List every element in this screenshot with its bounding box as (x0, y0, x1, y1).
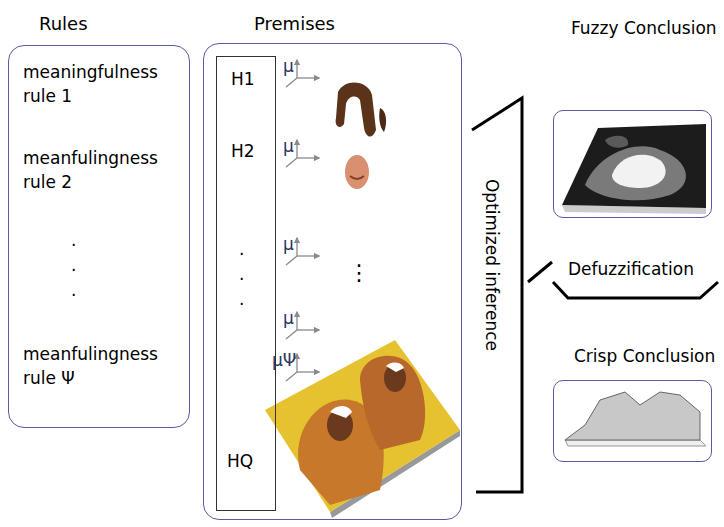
crisp-base (565, 440, 706, 446)
fuzzy-plane (562, 124, 706, 208)
axis-line (296, 140, 297, 158)
fuzzy-region (605, 136, 628, 148)
fuzzy-conclusion-box: Fuzzy Conclusion (553, 110, 712, 218)
column-heading: Rules (39, 12, 88, 36)
premises-panel: H1H2. . .HQPremises (203, 43, 462, 520)
image-highlight (330, 406, 352, 418)
column-heading: Crisp Conclusion (574, 344, 715, 368)
process-label: Optimized inference (481, 179, 503, 351)
rule-text: meanfulingness rule 2 (23, 146, 188, 194)
crisp-conclusion-box: Crisp Conclusion (553, 380, 712, 462)
axis-line (296, 312, 297, 330)
premise-name: HQ (227, 449, 253, 473)
axis-line (297, 77, 319, 78)
fuzzy-region (585, 146, 686, 200)
rule-text: meaningfulness rule 1 (23, 60, 188, 108)
axis-line (297, 371, 319, 372)
membership-symbol: μ (283, 135, 294, 157)
axis-line (286, 330, 297, 339)
fuzzy-region (612, 155, 666, 188)
ellipsis: . . . (71, 228, 79, 303)
column-heading: Premises (254, 12, 335, 36)
hair-segment (336, 83, 376, 137)
membership-symbol: μ (283, 307, 294, 329)
image-figure (360, 356, 425, 450)
membership-symbol: μ (283, 233, 294, 255)
image-plane (265, 340, 460, 512)
image-highlight (386, 362, 404, 372)
premise-name: H2 (231, 139, 255, 163)
column-heading: Fuzzy Conclusion (571, 16, 717, 40)
crisp-region (565, 392, 700, 440)
process-label: Defuzzification (568, 258, 694, 280)
axis-line (286, 372, 297, 381)
rule-text: meanfulingness rule Ψ (23, 342, 188, 390)
ellipsis: . . . (239, 237, 247, 312)
membership-symbol: μΨ (272, 349, 296, 371)
defuzzification-bracket (528, 262, 552, 282)
axis-line (297, 329, 319, 330)
axis-line (296, 238, 297, 256)
axis-line (297, 255, 319, 256)
axis-line (296, 60, 297, 78)
axis-line (297, 157, 319, 158)
axis-line (286, 158, 297, 167)
premise-name: H1 (231, 67, 255, 91)
face-mouth (350, 176, 364, 179)
rules-panel: Rulesmeaningfulness rule 1meanfulingness… (8, 45, 190, 428)
membership-axes (286, 60, 319, 381)
defuzzification-bracket (553, 282, 718, 298)
premise-list: H1H2 . . . HQ (216, 56, 276, 511)
inference-bracket (472, 98, 522, 492)
ellipsis: ⋮ (348, 262, 370, 284)
membership-symbol: μ (283, 55, 294, 77)
axis-line (296, 354, 297, 372)
hair-segment (379, 108, 386, 132)
axis-line (286, 256, 297, 265)
axis-line (286, 78, 297, 87)
face-segment (345, 155, 369, 189)
